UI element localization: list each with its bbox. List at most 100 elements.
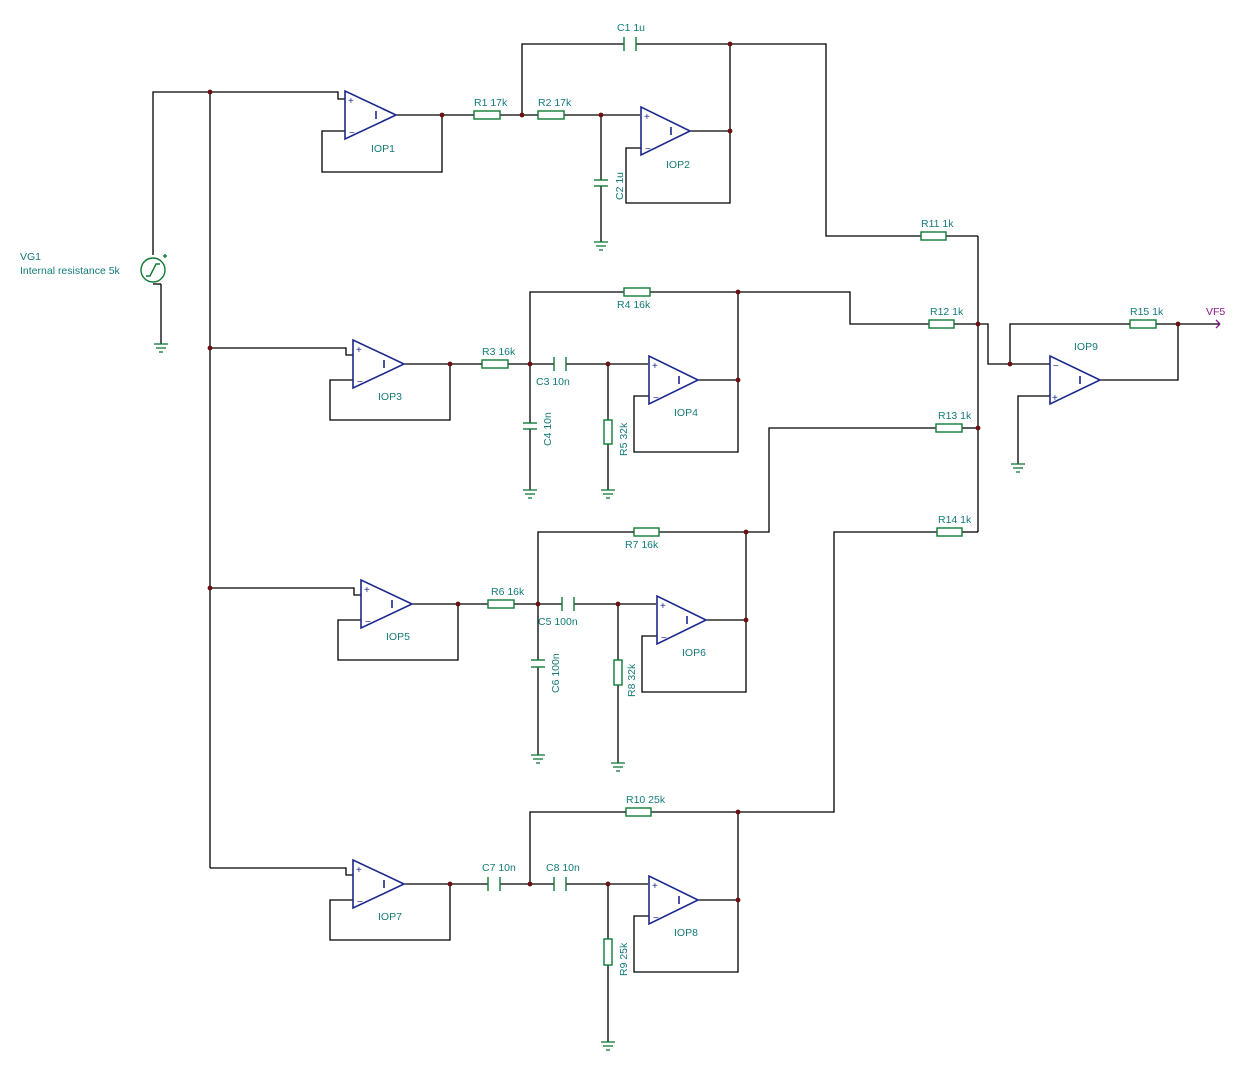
opamp-label: IOP7	[378, 911, 402, 923]
opamp-iop4: +−	[648, 354, 700, 406]
resistor-label: R14 1k	[938, 514, 972, 526]
capacitors	[487, 37, 637, 891]
resistor-label: R12 1k	[930, 306, 964, 318]
capacitor-c7	[487, 877, 501, 891]
opamp-label: IOP6	[682, 647, 706, 659]
resistor-r14	[936, 527, 963, 537]
ground-icon	[611, 762, 625, 772]
resistor-r15	[1129, 319, 1157, 329]
svg-text:−: −	[357, 897, 363, 908]
resistor-r13	[935, 423, 963, 433]
ground-icon	[531, 754, 545, 764]
opamp-label: IOP4	[674, 407, 698, 419]
resistor-r4	[623, 287, 651, 297]
opamp-label: IOP9	[1074, 341, 1098, 353]
capacitor-label: C3 10n	[536, 376, 570, 388]
resistor-label: R6 16k	[491, 586, 525, 598]
svg-text:+: +	[644, 112, 650, 123]
resistors	[473, 110, 1157, 966]
svg-text:−: −	[653, 913, 659, 924]
capacitor-label: C1 1u	[617, 22, 645, 34]
resistor-r6	[487, 599, 515, 609]
resistor-r8	[613, 659, 623, 686]
svg-text:+: +	[364, 585, 370, 596]
resistor-label: R1 17k	[474, 97, 508, 109]
resistor-label: R7 16k	[625, 539, 659, 551]
opamp-iop8: +−	[648, 874, 700, 926]
ground-symbols	[154, 241, 1025, 1051]
opamp-iop5: +−	[360, 578, 414, 630]
svg-text:−: −	[1053, 361, 1059, 372]
ground-icon	[594, 241, 608, 251]
resistor-r5	[603, 419, 613, 445]
ground-icon	[1011, 463, 1025, 473]
opamp-symbols: +− +− +− +− +− +− +− +− −+	[344, 89, 1102, 926]
junction-dots	[207, 41, 1181, 903]
svg-text:+: +	[356, 865, 362, 876]
svg-text:+: +	[356, 345, 362, 356]
svg-text:−: −	[365, 617, 371, 628]
svg-text:+: +	[660, 601, 666, 612]
svg-text:+: +	[1052, 393, 1058, 404]
resistor-label: R15 1k	[1130, 306, 1164, 318]
capacitor-label: C4 10n	[542, 412, 554, 446]
capacitor-c8	[553, 877, 567, 891]
svg-text:+: +	[652, 881, 658, 892]
svg-text:−: −	[349, 128, 355, 139]
resistor-label: R10 25k	[626, 794, 666, 806]
capacitor-c5	[561, 597, 575, 611]
capacitor-label: C2 1u	[614, 172, 626, 200]
component-labels: IOP1 IOP2 IOP3 IOP4 IOP5 IOP6 IOP7 IOP8 …	[371, 22, 1225, 976]
resistor-r1	[473, 110, 501, 120]
capacitor-label: C7 10n	[482, 862, 516, 874]
source-note-label: Internal resistance 5k	[20, 265, 121, 277]
resistor-label: R5 32k	[618, 422, 630, 456]
resistor-r9	[603, 938, 613, 966]
resistor-label: R9 25k	[618, 942, 630, 976]
svg-text:−: −	[661, 633, 667, 644]
wires	[152, 43, 1220, 1042]
source-name-label: VG1	[20, 251, 41, 263]
capacitor-c4	[523, 422, 537, 430]
resistor-r7	[633, 527, 660, 537]
resistor-label: R11 1k	[921, 218, 954, 230]
opamp-iop3: +−	[352, 338, 406, 390]
resistor-label: R3 16k	[482, 346, 516, 358]
capacitor-label: C5 100n	[538, 616, 578, 628]
svg-text:+: +	[652, 361, 658, 372]
opamp-label: IOP2	[666, 159, 690, 171]
opamp-iop9: −+	[1049, 354, 1102, 406]
svg-text:−: −	[645, 144, 651, 155]
svg-text:+: +	[348, 96, 354, 107]
svg-text:−: −	[653, 393, 659, 404]
resistor-r10	[625, 807, 652, 817]
resistor-r3	[481, 359, 509, 369]
resistor-label: R4 16k	[617, 299, 651, 311]
opamp-label: IOP3	[378, 391, 402, 403]
resistor-r2	[537, 110, 565, 120]
svg-text:−: −	[357, 377, 363, 388]
resistor-r12	[928, 319, 955, 329]
capacitor-label: C6 100n	[550, 653, 562, 693]
opamp-iop6: +−	[656, 594, 708, 646]
opamp-iop7: +−	[352, 858, 406, 910]
output-terminal-icon	[1215, 319, 1221, 329]
ground-icon	[601, 489, 615, 499]
resistor-label: R2 17k	[538, 97, 572, 109]
capacitor-label: C8 10n	[546, 862, 580, 874]
resistor-label: R8 32k	[626, 663, 638, 697]
opamp-label: IOP1	[371, 143, 395, 155]
opamp-iop2: +−	[640, 105, 692, 157]
output-label: VF5	[1206, 306, 1225, 318]
opamp-label: IOP5	[386, 631, 410, 643]
ground-icon	[523, 489, 537, 499]
opamp-iop1: +−	[344, 89, 398, 141]
capacitor-c2	[594, 179, 608, 187]
capacitor-c6	[531, 659, 545, 668]
resistor-label: R13 1k	[938, 410, 972, 422]
ground-icon	[154, 343, 168, 353]
ground-icon	[601, 1041, 615, 1051]
voltage-source-vg1	[140, 254, 167, 283]
